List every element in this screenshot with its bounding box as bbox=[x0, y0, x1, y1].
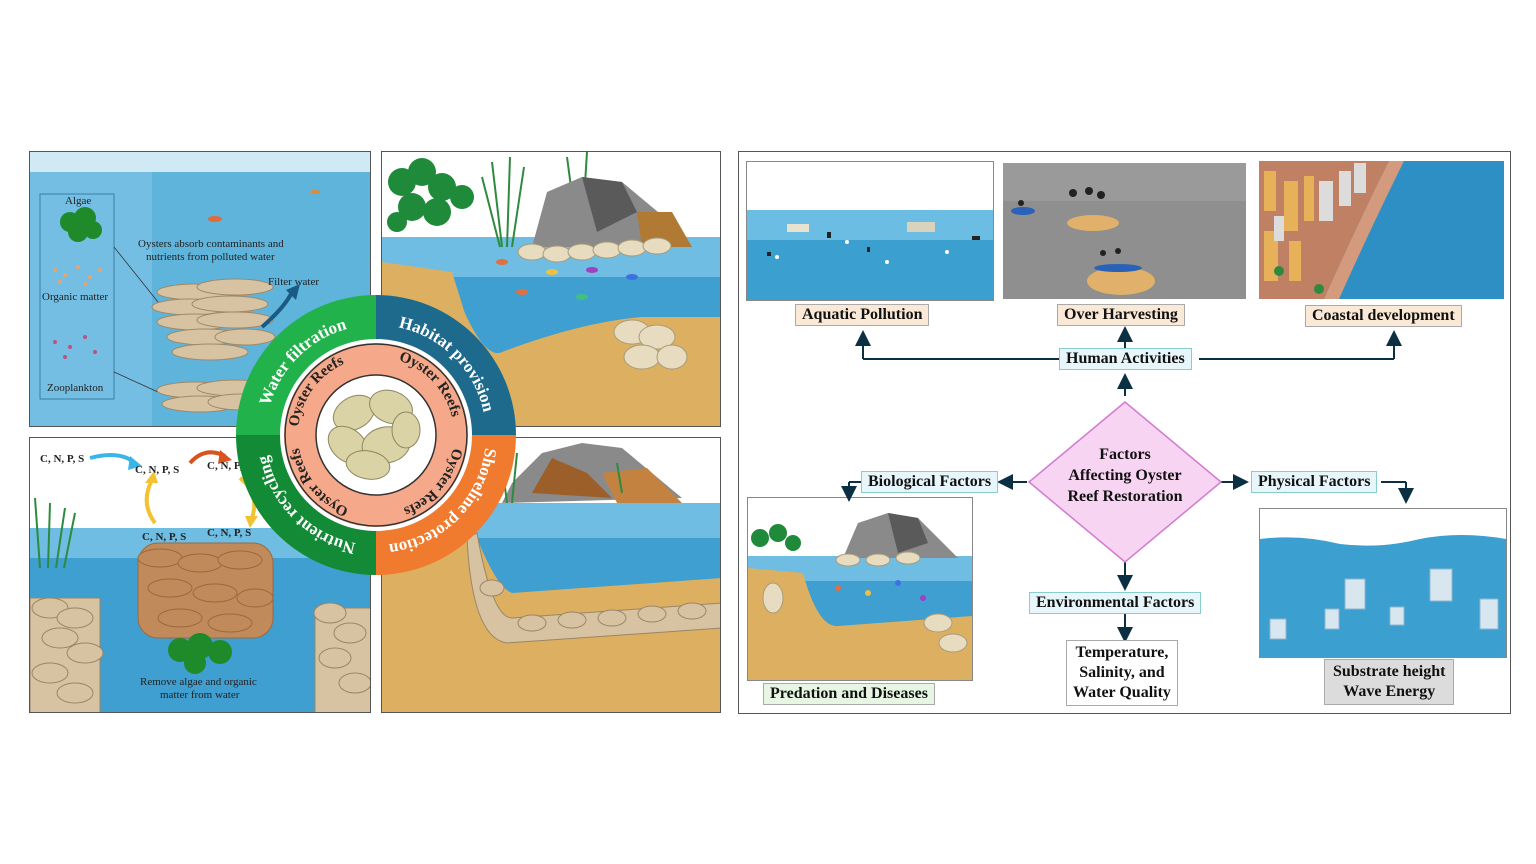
kelp bbox=[387, 158, 474, 232]
over-harvesting-image bbox=[1003, 163, 1246, 299]
left-grass bbox=[34, 497, 76, 569]
remove-text-line2: matter from water bbox=[160, 689, 240, 701]
oyster-stack-upper bbox=[151, 278, 276, 361]
cnps-label-1: C, N, P, S bbox=[40, 453, 85, 465]
shoreline-protection-label: Shoreline protection bbox=[387, 447, 500, 559]
cnps-label-2: C, N, P, S bbox=[135, 464, 180, 476]
zooplankton-dots bbox=[53, 335, 97, 359]
temperature-box: Temperature, Salinity, and Water Quality bbox=[1066, 640, 1178, 706]
substrate-line1: Substrate height bbox=[1333, 663, 1446, 680]
algae-label: Algae bbox=[65, 195, 92, 207]
zooplankton-label: Zooplankton bbox=[47, 382, 104, 394]
predation-label: Predation and Diseases bbox=[763, 683, 935, 705]
aquatic-pollution-label: Aquatic Pollution bbox=[795, 304, 930, 326]
reef-oysters bbox=[517, 237, 688, 370]
coastal-development-image bbox=[1259, 161, 1504, 299]
factors-diamond bbox=[1027, 401, 1223, 563]
human-activities-label: Human Activities bbox=[1059, 348, 1192, 370]
right-reef bbox=[313, 602, 370, 712]
absorb-text-line1: Oysters absorb contaminants and bbox=[138, 238, 284, 250]
habitat-provision-panel bbox=[381, 151, 721, 427]
temp-line3: Water Quality bbox=[1073, 684, 1171, 701]
center-reef bbox=[137, 542, 274, 639]
algae-blob bbox=[168, 633, 232, 674]
habitat-scene bbox=[382, 152, 720, 426]
algae-cluster bbox=[60, 207, 102, 242]
diamond-text: Factors Affecting Oyster Reef Restoratio… bbox=[1049, 444, 1201, 507]
oyster-reef-ring: Water filtration Habitat provision Shore… bbox=[236, 295, 516, 575]
cnps-label-5: C, N, P, S bbox=[207, 527, 252, 539]
absorb-text-line2: nutrients from polluted water bbox=[146, 251, 275, 263]
diamond-line2: Affecting Oyster bbox=[1068, 467, 1182, 484]
organic-particles bbox=[53, 265, 102, 286]
substrate-line2: Wave Energy bbox=[1343, 683, 1436, 700]
temp-line2: Salinity, and bbox=[1079, 664, 1165, 681]
organic-matter-label: Organic matter bbox=[42, 291, 109, 303]
factors-figure: Factors Affecting Oyster Reef Restoratio… bbox=[738, 151, 1511, 714]
aquatic-pollution-image bbox=[746, 161, 994, 301]
shoreline-reef bbox=[466, 532, 720, 644]
temp-line1: Temperature, bbox=[1075, 644, 1169, 661]
physical-factors-image bbox=[1259, 508, 1507, 658]
left-reef bbox=[30, 597, 104, 712]
cnps-label-3: C, N, P, bbox=[207, 460, 243, 472]
ring-text-layer: Water filtration Habitat provision Shore… bbox=[253, 313, 500, 560]
fish bbox=[496, 259, 638, 300]
physical-factors-label: Physical Factors bbox=[1251, 471, 1378, 493]
remove-text-line1: Remove algae and organic bbox=[140, 676, 257, 688]
diamond-line3: Reef Restoration bbox=[1067, 488, 1183, 505]
filter-water-label: Filter water bbox=[268, 276, 320, 288]
diamond-line1: Factors bbox=[1099, 446, 1151, 463]
biological-factors-image bbox=[747, 497, 973, 681]
environmental-factors-label: Environmental Factors bbox=[1029, 592, 1202, 614]
connector-arrows bbox=[841, 326, 1414, 643]
cnps-label-4: C, N, P, S bbox=[142, 531, 187, 543]
coastal-development-label: Coastal development bbox=[1305, 305, 1462, 327]
over-harvesting-label: Over Harvesting bbox=[1057, 304, 1185, 326]
ring-graphic bbox=[236, 295, 516, 575]
oyster-cluster-center bbox=[327, 389, 421, 480]
biological-factors-label: Biological Factors bbox=[861, 471, 999, 493]
substrate-box: Substrate height Wave Energy bbox=[1324, 659, 1455, 705]
